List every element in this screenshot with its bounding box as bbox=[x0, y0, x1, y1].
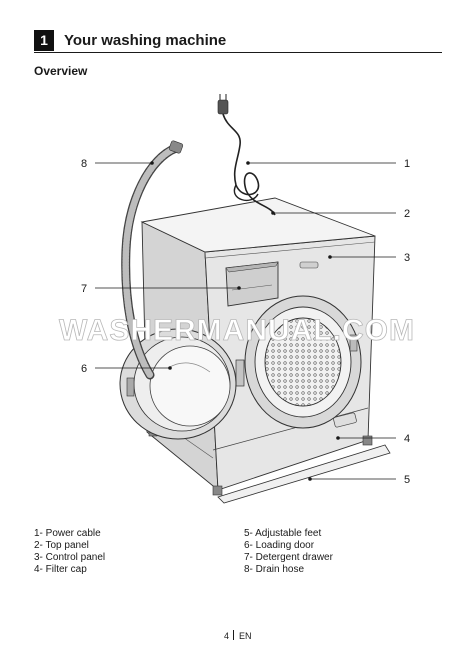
adjustable-foot-front-right bbox=[362, 435, 373, 446]
door-latch bbox=[349, 334, 358, 352]
legend-item: 7- Detergent drawer bbox=[244, 552, 333, 563]
door-hinge bbox=[235, 359, 245, 387]
callout-number-1: 1 bbox=[404, 158, 410, 170]
legend-item: 4- Filter cap bbox=[34, 564, 87, 575]
callout-number-4: 4 bbox=[404, 433, 410, 445]
top-panel bbox=[140, 197, 376, 253]
door-handle bbox=[126, 377, 135, 397]
language-code: EN bbox=[239, 631, 252, 641]
leader-lines bbox=[95, 161, 396, 481]
legend-item: 1- Power cable bbox=[34, 528, 101, 539]
chapter-title: Your washing machine bbox=[64, 32, 227, 49]
parts-legend-left: 1- Power cable 2- Top panel 3- Control p… bbox=[34, 528, 105, 576]
legend-item: 6- Loading door bbox=[244, 540, 315, 551]
adjustable-foot-front-left bbox=[212, 485, 223, 496]
control-knob bbox=[299, 261, 319, 269]
page-number: 4 bbox=[224, 631, 230, 641]
legend-item: 8- Drain hose bbox=[244, 564, 305, 575]
plinth-line bbox=[212, 407, 369, 451]
floor-plate bbox=[217, 444, 391, 504]
chapter-number-badge: 1 bbox=[34, 30, 54, 51]
parts-legend-right: 5- Adjustable feet 6- Loading door 7- De… bbox=[244, 528, 333, 576]
door-glass bbox=[149, 345, 231, 427]
callout-number-5: 5 bbox=[404, 474, 410, 486]
legend-item: 3- Control panel bbox=[34, 552, 106, 563]
footer-separator bbox=[233, 630, 235, 640]
section-title: Overview bbox=[34, 64, 88, 78]
drum bbox=[264, 317, 342, 407]
legend-item: 2- Top panel bbox=[34, 540, 89, 551]
watermark: WASHERMANUAL.COM bbox=[59, 314, 415, 347]
legend-item: 5- Adjustable feet bbox=[244, 528, 322, 539]
callout-number-2: 2 bbox=[404, 208, 410, 220]
chapter-header: 1 Your washing machine bbox=[34, 30, 442, 53]
power-cable bbox=[217, 94, 276, 216]
page-footer: 4 EN bbox=[224, 630, 252, 642]
callout-number-3: 3 bbox=[404, 252, 410, 264]
callout-number-6: 6 bbox=[81, 363, 87, 375]
callout-number-8: 8 bbox=[81, 158, 87, 170]
filter-cap bbox=[333, 412, 357, 428]
callout-number-7: 7 bbox=[81, 283, 87, 295]
